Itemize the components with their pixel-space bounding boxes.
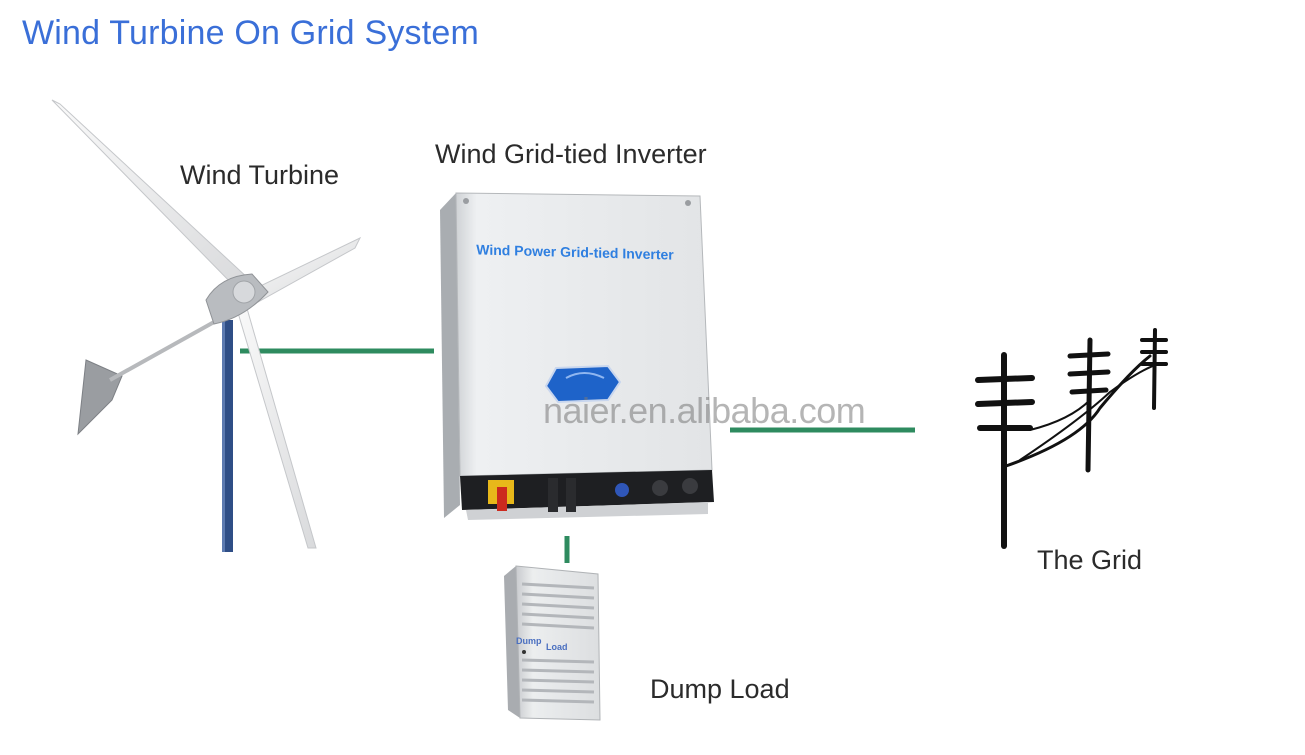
dump-load-device-label-left: Dump (516, 636, 542, 646)
dump-load-device-label-right: Load (546, 642, 568, 652)
label-wind-turbine: Wind Turbine (180, 160, 340, 190)
wind-turbine-icon (51, 99, 362, 552)
watermark: naier.en.alibaba.com (543, 390, 866, 431)
utility-pole-icon (975, 328, 1168, 549)
dump-load-icon (504, 565, 601, 721)
page-title: Wind Turbine On Grid System (22, 14, 479, 52)
label-inverter: Wind Grid-tied Inverter (435, 139, 707, 169)
label-dump-load: Dump Load (650, 674, 790, 704)
label-the-grid: The Grid (1037, 545, 1143, 575)
inverter-icon (440, 192, 714, 520)
